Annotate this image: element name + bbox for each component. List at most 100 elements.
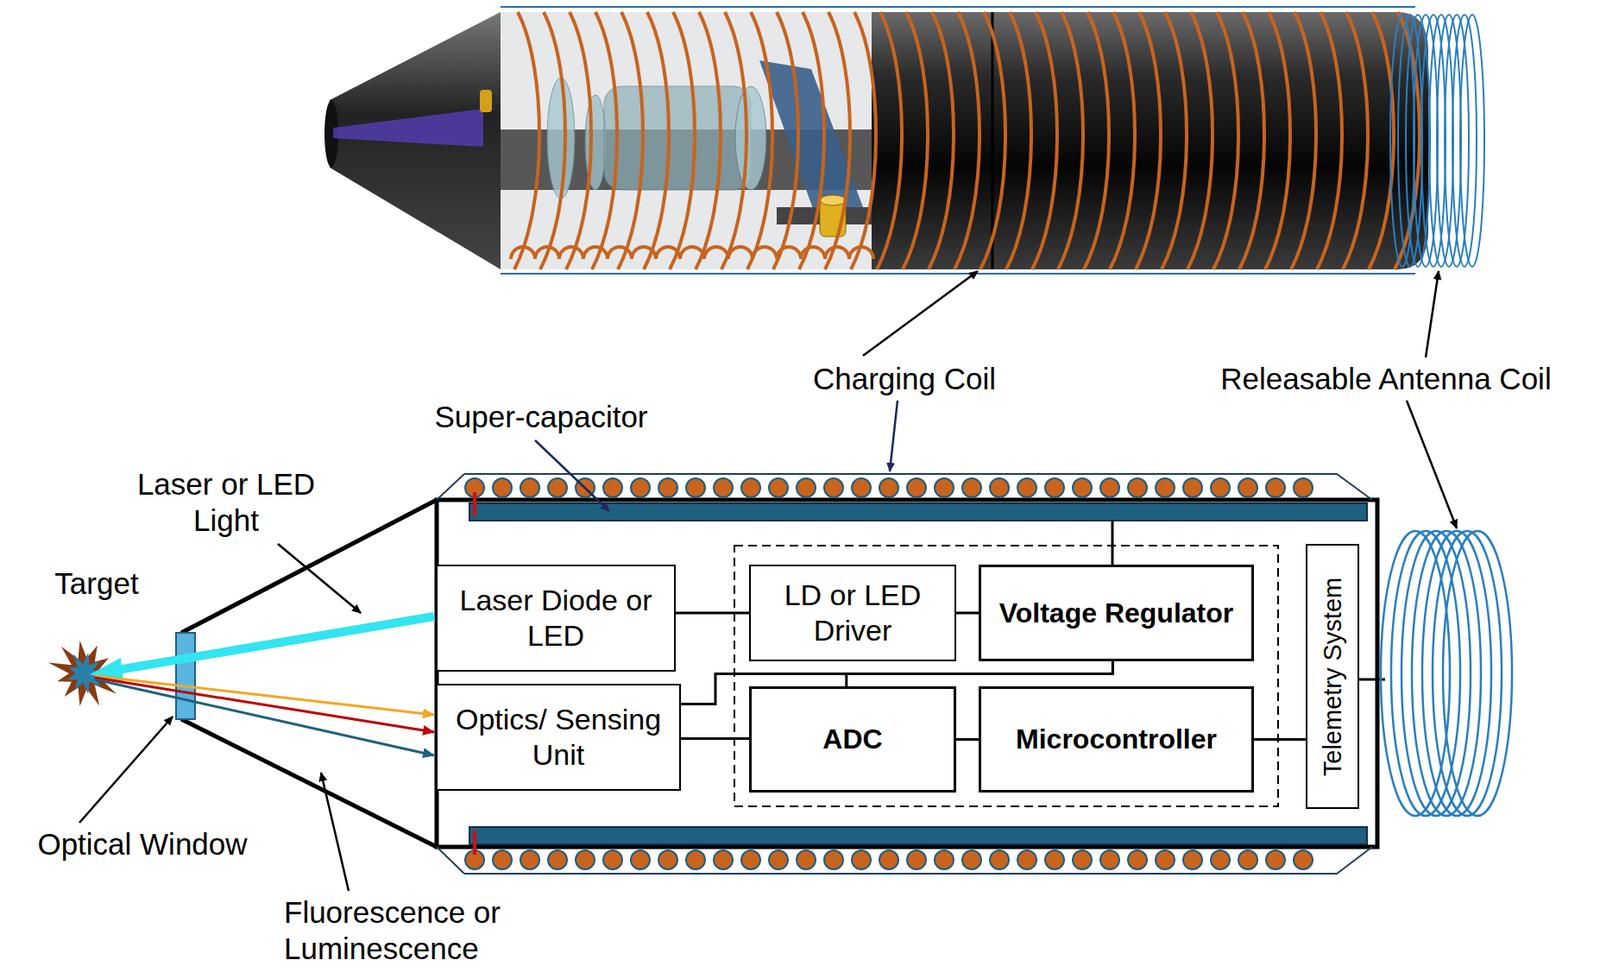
coil-loop (752, 246, 777, 259)
wire-connector (846, 661, 1114, 687)
coil-loop (583, 246, 608, 259)
coil-winding (1161, 12, 1187, 270)
coil-turn (934, 850, 954, 870)
part-label: Laser or LED Light (118, 466, 334, 539)
coil-winding (773, 12, 799, 270)
coil-winding (566, 12, 592, 270)
coil-turn (907, 850, 926, 870)
coil-turn (548, 478, 567, 498)
coil-winding (1135, 12, 1161, 270)
coil-winding (1058, 12, 1084, 270)
coil-loop (607, 246, 632, 259)
coil-turn (1266, 850, 1286, 870)
coil-winding (1291, 12, 1317, 270)
coil-loop (776, 246, 801, 259)
coil-turn (1127, 478, 1147, 498)
antenna-turn (1442, 530, 1512, 816)
coil-winding (825, 12, 851, 270)
coil-turn (713, 478, 733, 498)
coil-turn (879, 478, 899, 498)
coil-turn (962, 850, 982, 870)
coil-turn (962, 478, 982, 498)
box-text: Optics/ Sensing Unit (447, 701, 669, 773)
coil-turn (934, 478, 954, 498)
capsule-3d (324, 6, 1485, 274)
coil-turn (1072, 850, 1092, 870)
coil-winding (695, 12, 721, 270)
part-label: Optical Window (12, 825, 272, 863)
coil-turn (851, 850, 871, 870)
block-box: Microcontroller (978, 686, 1254, 793)
coil-turn (824, 478, 844, 498)
coil-winding (1265, 12, 1291, 270)
coil-turn (768, 478, 788, 498)
coil-winding (1239, 12, 1265, 270)
coil-turn (630, 478, 650, 498)
coil-turn (575, 850, 595, 870)
coil-winding (643, 12, 669, 270)
coil-turn (630, 850, 650, 870)
coil-turn (1045, 478, 1065, 498)
box-text: Laser Diode or LED (447, 582, 664, 654)
coil-turn (907, 478, 926, 498)
wire-connector (956, 737, 979, 741)
coil-turn (1210, 850, 1230, 870)
box-text: Microcontroller (1015, 722, 1217, 756)
coil-turn (879, 850, 899, 870)
coil-turn (492, 850, 512, 870)
coil-turn (520, 850, 540, 870)
part-label: Fluorescence or Luminescence (283, 894, 543, 967)
wire-connector (956, 611, 979, 615)
coil-turn (1238, 850, 1258, 870)
coil-turn (1017, 478, 1037, 498)
coil-turn (1293, 850, 1313, 870)
part-label: Charging Coil (774, 360, 1034, 397)
coil-winding (850, 12, 876, 270)
box-text: Voltage Regulator (999, 596, 1234, 630)
block-box: ADC (749, 686, 957, 793)
block-box: Laser Diode or LED (435, 564, 676, 672)
coil-turn (713, 850, 733, 870)
vertical-box: Telemetry System (1305, 543, 1360, 809)
coil-turn (603, 478, 623, 498)
coil-turn (1293, 478, 1313, 498)
coil-loop (631, 246, 656, 259)
coil-winding (1006, 12, 1032, 270)
coil-loop (510, 246, 536, 259)
coil-turn (1100, 478, 1120, 498)
coil-turn (492, 478, 512, 498)
coil-turn (796, 478, 816, 498)
coil-winding (902, 12, 928, 270)
coil-loop (825, 246, 850, 259)
block-box: Voltage Regulator (978, 564, 1254, 662)
coil-winding (1187, 12, 1213, 270)
coil-loop (704, 246, 729, 259)
coil-turn (658, 478, 678, 498)
coil-loop (849, 246, 874, 259)
coil-loop (559, 246, 584, 259)
coil-winding (799, 12, 825, 270)
coil-turn (1155, 478, 1175, 498)
coil-winding (540, 12, 566, 270)
coil-turn (658, 850, 678, 870)
wire-connector (1253, 737, 1306, 741)
coil-turn (520, 478, 540, 498)
coil-loop (728, 246, 753, 259)
coil-turn (1155, 850, 1175, 870)
box-text: ADC (822, 722, 882, 756)
coil-winding (1316, 12, 1342, 270)
coil-turn (1183, 478, 1203, 498)
coil-turn (989, 850, 1009, 870)
coil-winding (1213, 12, 1239, 270)
antenna-turn (1460, 14, 1485, 267)
part-label: Target (31, 565, 162, 602)
coil-turn (796, 850, 816, 870)
block-box: LD or LED Driver (749, 564, 957, 662)
coil-turn (768, 850, 788, 870)
coil-turn (603, 850, 623, 870)
coil-turn (1210, 478, 1230, 498)
coil-winding (1342, 12, 1368, 270)
coil-winding (747, 12, 773, 270)
coil-turn (1017, 850, 1037, 870)
